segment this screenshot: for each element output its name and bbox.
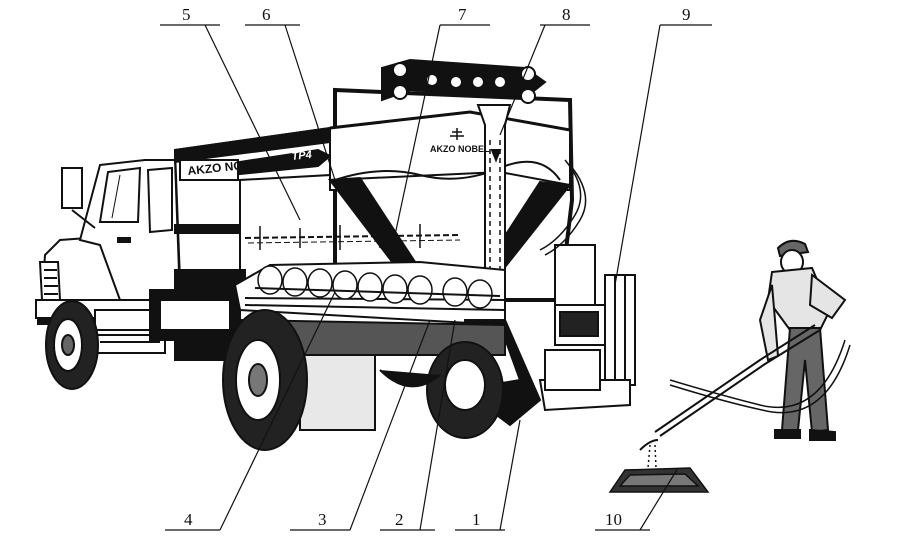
auger [254, 265, 501, 309]
truck-cab [35, 159, 242, 361]
callout-4: 4 [184, 510, 193, 529]
callout-2: 2 [395, 510, 404, 529]
callout-10: 10 [605, 510, 622, 529]
callout-7: 7 [458, 5, 467, 24]
callout-9: 9 [682, 5, 691, 24]
callout-lines [160, 24, 712, 531]
callout-1: 1 [472, 510, 481, 529]
callout-6: 6 [262, 5, 271, 24]
model-tag: TP4 [291, 149, 312, 163]
brand-logo-icon [450, 128, 464, 140]
callout-5: 5 [182, 5, 191, 24]
pothole-patch [608, 444, 710, 493]
front-wheel [45, 300, 99, 390]
callout-8: 8 [562, 5, 571, 24]
rear-wheels [222, 309, 504, 451]
hopper-brand-label: AKZO NOBEL [430, 144, 490, 154]
spray-wand [639, 324, 851, 451]
callout-3: 3 [318, 510, 327, 529]
